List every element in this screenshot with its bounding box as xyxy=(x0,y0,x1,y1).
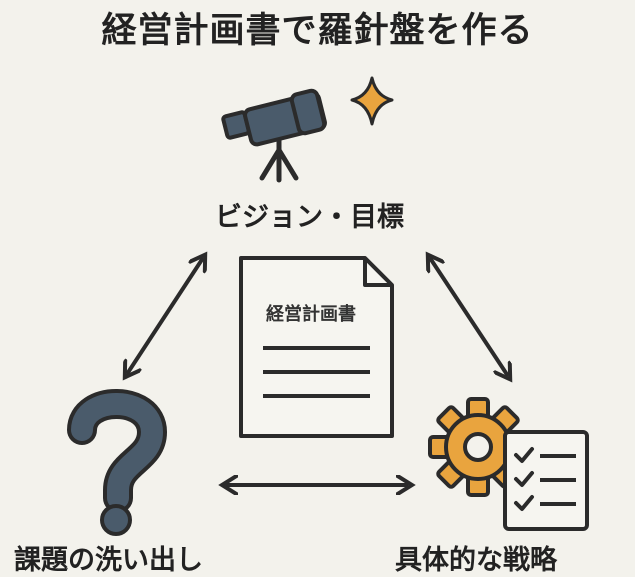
sparkle-icon xyxy=(350,76,394,126)
document-icon xyxy=(239,256,394,438)
document-title: 経営計画書 xyxy=(266,304,356,325)
question-mark-icon xyxy=(67,389,167,536)
arrow-vision-strategy xyxy=(430,258,508,376)
page-title: 経営計画書で羅針盤を作る xyxy=(101,11,534,51)
gear-checklist-icon xyxy=(428,397,589,531)
issues-label: 課題の洗い出し xyxy=(14,545,203,576)
telescope-icon xyxy=(221,88,327,183)
strategy-label: 具体的な戦略 xyxy=(395,545,557,576)
vision-label: ビジョン・目標 xyxy=(215,202,404,233)
arrow-vision-issues xyxy=(127,258,203,374)
